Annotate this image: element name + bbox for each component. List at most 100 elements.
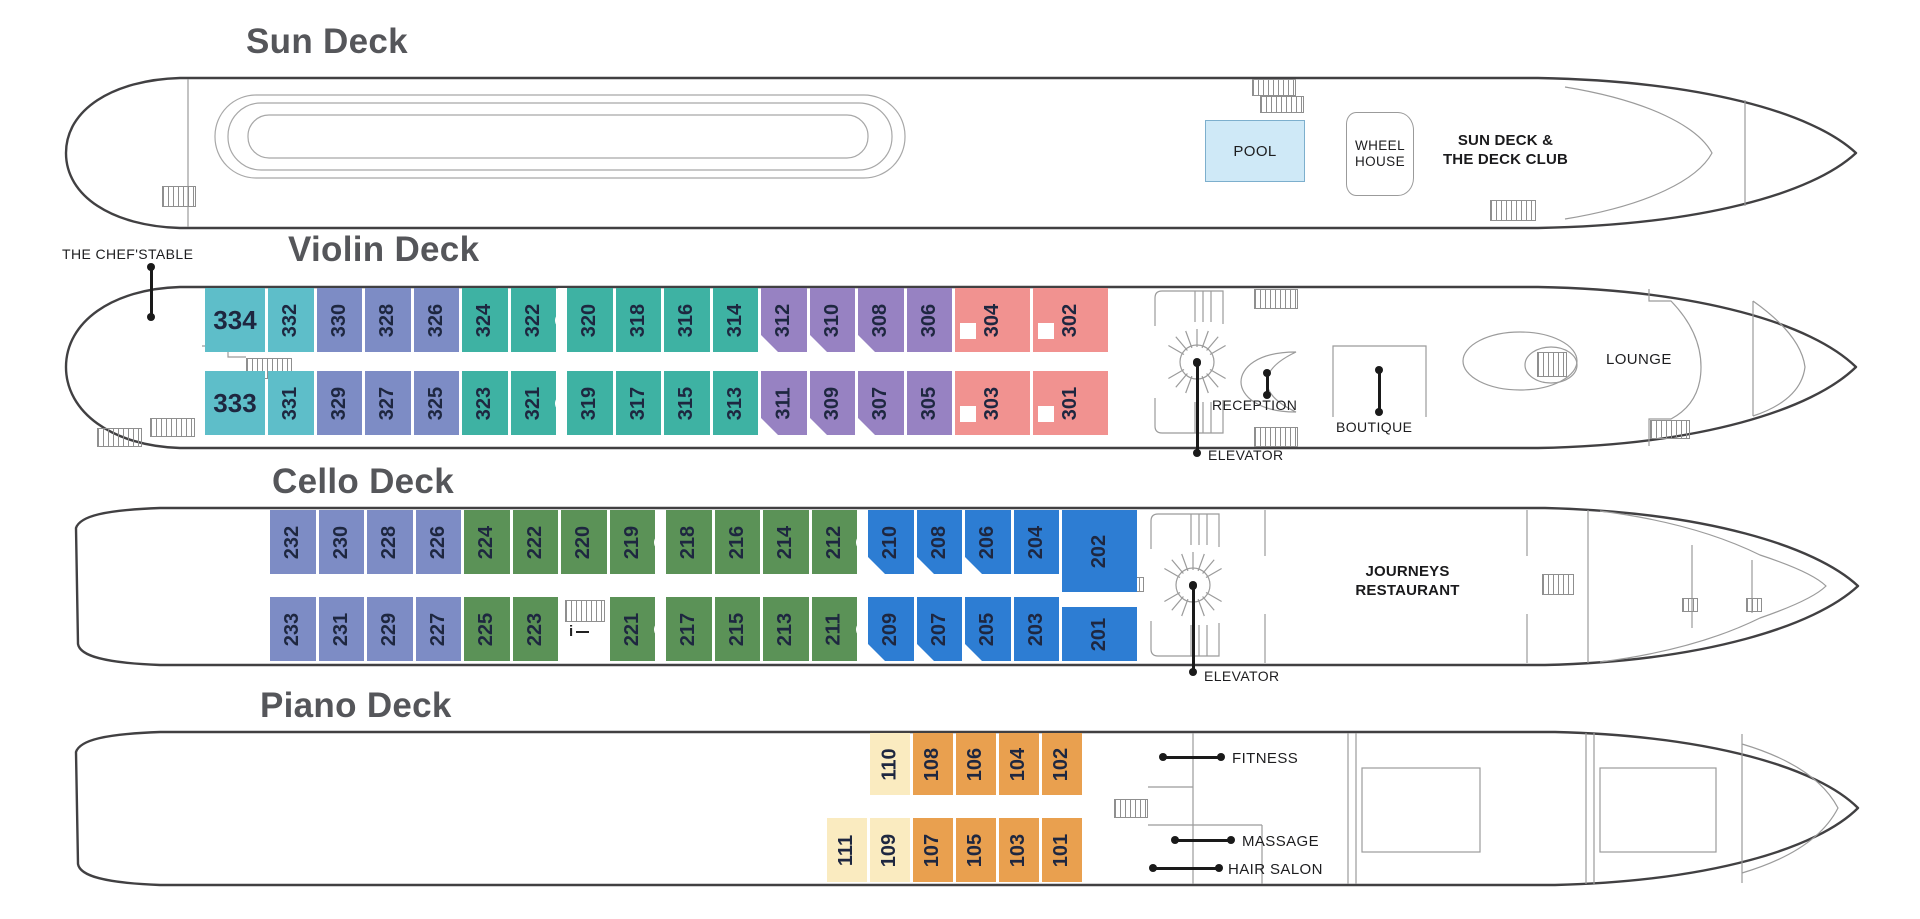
cabin-319[interactable]: 319 <box>567 371 613 435</box>
cabin-321[interactable]: 321 <box>510 371 556 435</box>
cabin-331[interactable]: 331 <box>268 371 314 435</box>
cabin-number: 333 <box>213 387 257 418</box>
stairs-icon <box>150 418 195 437</box>
cabin-number: 233 <box>281 612 304 646</box>
cabin-216[interactable]: 216 <box>714 510 760 574</box>
elevator-pointer-cello <box>1192 585 1195 673</box>
cabin-106[interactable]: 106 <box>956 733 996 795</box>
cabin-220[interactable]: 220 <box>561 510 607 574</box>
cabin-227[interactable]: 227 <box>415 597 461 661</box>
cabin-225[interactable]: 225 <box>464 597 510 661</box>
cabin-202[interactable]: 202 <box>1062 510 1137 592</box>
door-divider-dot <box>560 290 566 296</box>
cabin-213[interactable]: 213 <box>763 597 809 661</box>
cabin-313[interactable]: 313 <box>712 371 758 435</box>
cabin-number: 109 <box>878 833 901 867</box>
cabin-310[interactable]: 310 <box>809 288 855 352</box>
cabin-312[interactable]: 312 <box>761 288 807 352</box>
cabin-number: 209 <box>879 612 902 646</box>
cabin-205[interactable]: 205 <box>965 597 1011 661</box>
cabin-215[interactable]: 215 <box>714 597 760 661</box>
cabin-226[interactable]: 226 <box>415 510 461 574</box>
cabin-327[interactable]: 327 <box>365 371 411 435</box>
cabin-326[interactable]: 326 <box>413 288 459 352</box>
cabin-221[interactable]: 221 <box>609 597 655 661</box>
cabin-232[interactable]: 232 <box>270 510 316 574</box>
lounge-label: LOUNGE <box>1606 351 1672 368</box>
cabin-309[interactable]: 309 <box>809 371 855 435</box>
cabin-322[interactable]: 322 <box>510 288 556 352</box>
cabin-number: 316 <box>675 303 698 337</box>
cabin-332[interactable]: 332 <box>268 288 314 352</box>
cabin-323[interactable]: 323 <box>462 371 508 435</box>
cabin-328[interactable]: 328 <box>365 288 411 352</box>
cabin-number: 107 <box>921 833 944 867</box>
cabin-325[interactable]: 325 <box>413 371 459 435</box>
cabin-211[interactable]: 211 <box>811 597 857 661</box>
cabin-308[interactable]: 308 <box>858 288 904 352</box>
cabin-316[interactable]: 316 <box>664 288 710 352</box>
cabin-222[interactable]: 222 <box>512 510 558 574</box>
cabin-311[interactable]: 311 <box>761 371 807 435</box>
cabin-233[interactable]: 233 <box>270 597 316 661</box>
cabin-330[interactable]: 330 <box>316 288 362 352</box>
cabin-108[interactable]: 108 <box>913 733 953 795</box>
fitness-label: FITNESS <box>1232 750 1299 767</box>
cabin-318[interactable]: 318 <box>615 288 661 352</box>
cabin-314[interactable]: 314 <box>712 288 758 352</box>
cabin-206[interactable]: 206 <box>965 510 1011 574</box>
cabin-number: 320 <box>578 303 601 337</box>
cabin-209[interactable]: 209 <box>868 597 914 661</box>
door-divider-dot <box>659 512 665 518</box>
cabin-305[interactable]: 305 <box>906 371 952 435</box>
cabin-208[interactable]: 208 <box>916 510 962 574</box>
cabin-109[interactable]: 109 <box>870 818 910 882</box>
cabin-number: 315 <box>675 386 698 420</box>
cabin-317[interactable]: 317 <box>615 371 661 435</box>
cabin-number: 110 <box>878 747 901 781</box>
cabin-107[interactable]: 107 <box>913 818 953 882</box>
cabin-110[interactable]: 110 <box>870 733 910 795</box>
cabin-210[interactable]: 210 <box>868 510 914 574</box>
cabin-217[interactable]: 217 <box>666 597 712 661</box>
cabin-320[interactable]: 320 <box>567 288 613 352</box>
cabin-number: 225 <box>475 612 498 646</box>
cabin-212[interactable]: 212 <box>811 510 857 574</box>
cabin-number: 319 <box>578 386 601 420</box>
chefs-table-label: THE CHEF'STABLE <box>62 246 194 262</box>
cabin-204[interactable]: 204 <box>1013 510 1059 574</box>
cabin-223[interactable]: 223 <box>512 597 558 661</box>
cabin-105[interactable]: 105 <box>956 818 996 882</box>
cabin-201[interactable]: 201 <box>1062 607 1137 661</box>
cabin-224[interactable]: 224 <box>464 510 510 574</box>
cabin-230[interactable]: 230 <box>318 510 364 574</box>
cabin-101[interactable]: 101 <box>1042 818 1082 882</box>
cabin-228[interactable]: 228 <box>367 510 413 574</box>
cabin-214[interactable]: 214 <box>763 510 809 574</box>
cabin-303[interactable]: 303 <box>955 371 1030 435</box>
cabin-102[interactable]: 102 <box>1042 733 1082 795</box>
cabin-306[interactable]: 306 <box>906 288 952 352</box>
door-triangle <box>761 418 778 435</box>
cabin-301[interactable]: 301 <box>1033 371 1108 435</box>
cabin-219[interactable]: 219 <box>609 510 655 574</box>
cabin-231[interactable]: 231 <box>318 597 364 661</box>
reception-pointer <box>1266 372 1269 396</box>
cabin-104[interactable]: 104 <box>999 733 1039 795</box>
cabin-329[interactable]: 329 <box>316 371 362 435</box>
massage-pointer <box>1174 839 1232 842</box>
cabin-203[interactable]: 203 <box>1013 597 1059 661</box>
cabin-324[interactable]: 324 <box>462 288 508 352</box>
cabin-334[interactable]: 334 <box>205 288 265 352</box>
cabin-229[interactable]: 229 <box>367 597 413 661</box>
cabin-218[interactable]: 218 <box>666 510 712 574</box>
fitness-pointer <box>1162 756 1222 759</box>
cabin-304[interactable]: 304 <box>955 288 1030 352</box>
cabin-333[interactable]: 333 <box>205 371 265 435</box>
cabin-207[interactable]: 207 <box>916 597 962 661</box>
cabin-307[interactable]: 307 <box>858 371 904 435</box>
cabin-103[interactable]: 103 <box>999 818 1039 882</box>
cabin-111[interactable]: 111 <box>827 818 867 882</box>
cabin-315[interactable]: 315 <box>664 371 710 435</box>
cabin-302[interactable]: 302 <box>1033 288 1108 352</box>
